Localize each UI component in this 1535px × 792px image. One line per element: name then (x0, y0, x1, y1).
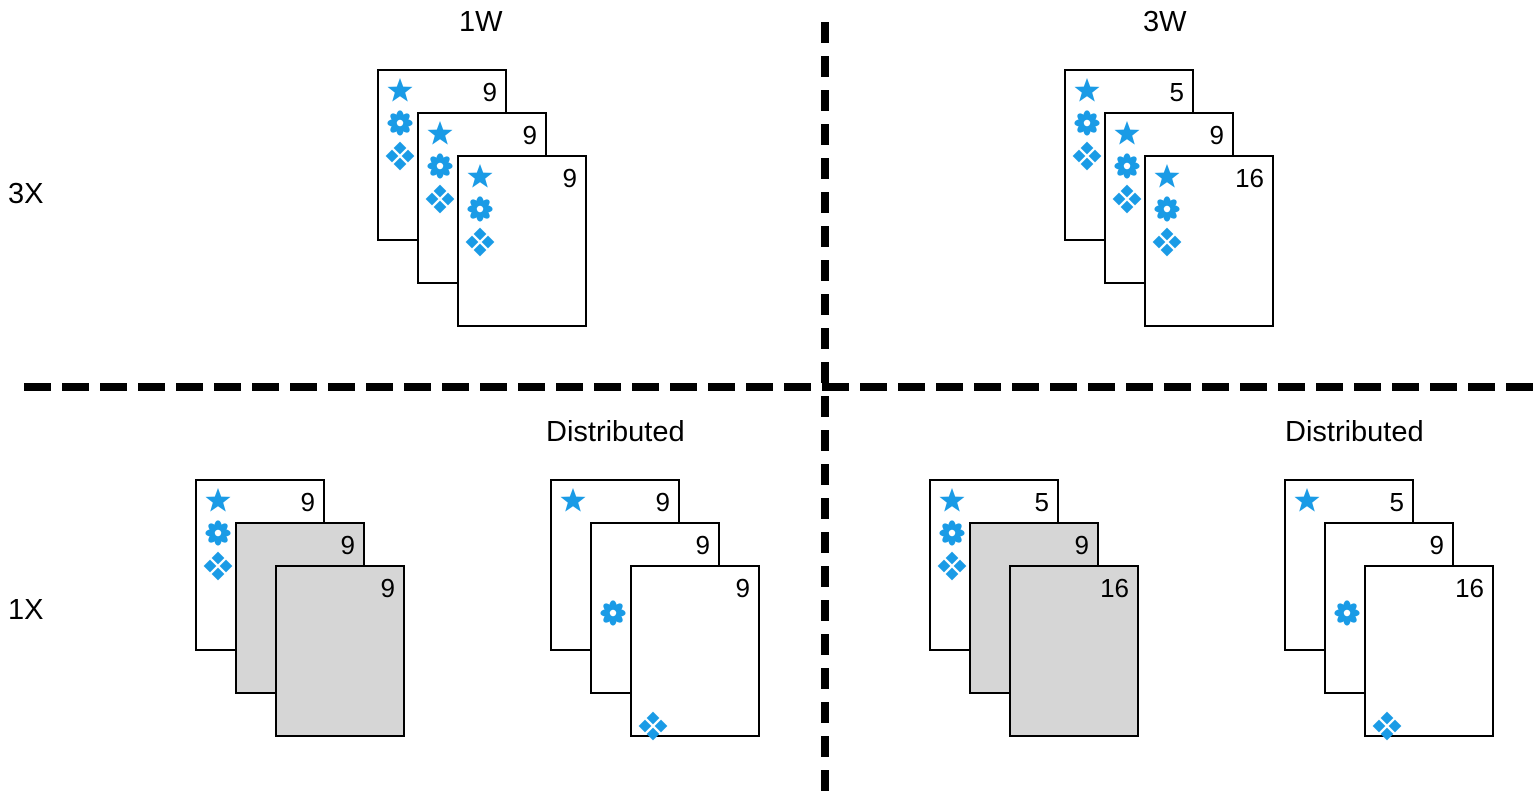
card-number: 9 (562, 163, 577, 193)
diamond-cluster-icon (425, 184, 455, 214)
diamond-cluster-icon (385, 141, 415, 171)
diamond-cluster-icon (203, 551, 233, 581)
distributed-label-left: Distributed (546, 416, 685, 448)
column-label-left: 1W (459, 6, 503, 38)
flower-icon (1332, 598, 1362, 628)
card: 9 (457, 155, 587, 327)
card-number: 9 (1429, 530, 1444, 560)
card-number: 9 (1209, 120, 1224, 150)
card: 16 (1144, 155, 1274, 327)
diamond-cluster-icon (465, 227, 495, 257)
card-number: 9 (522, 120, 537, 150)
star-icon (385, 75, 415, 105)
diamond-cluster-icon (937, 551, 967, 581)
star-icon (1072, 75, 1102, 105)
flower-icon (465, 194, 495, 224)
star-icon (1152, 161, 1182, 191)
row-label-bottom: 1X (8, 594, 44, 626)
card-number: 16 (1235, 163, 1264, 193)
star-icon (1112, 118, 1142, 148)
flower-icon (598, 598, 628, 628)
diamond-cluster-icon (1112, 184, 1142, 214)
card-number: 16 (1100, 573, 1129, 603)
card-number: 9 (695, 530, 710, 560)
card: 16 (1009, 565, 1139, 737)
flower-icon (385, 108, 415, 138)
card-number: 5 (1034, 487, 1049, 517)
card-number: 9 (655, 487, 670, 517)
horizontal-divider (24, 383, 1535, 391)
star-icon (425, 118, 455, 148)
row-label-top: 3X (8, 178, 44, 210)
card-number: 9 (340, 530, 355, 560)
flower-icon (425, 151, 455, 181)
star-icon (465, 161, 495, 191)
card-number: 9 (735, 573, 750, 603)
star-icon (558, 485, 588, 515)
card-number: 9 (380, 573, 395, 603)
card: 9 (630, 565, 760, 741)
card: 16 (1364, 565, 1494, 741)
diamond-cluster-icon (1072, 141, 1102, 171)
flower-icon (1112, 151, 1142, 181)
card-number: 16 (1455, 573, 1484, 603)
star-icon (203, 485, 233, 515)
flower-icon (1152, 194, 1182, 224)
card-number: 9 (1074, 530, 1089, 560)
card-number: 5 (1389, 487, 1404, 517)
vertical-divider (821, 22, 829, 792)
diamond-cluster-icon (1372, 711, 1402, 741)
card-number: 9 (300, 487, 315, 517)
column-label-right: 3W (1143, 6, 1187, 38)
diamond-cluster-icon (638, 711, 668, 741)
star-icon (937, 485, 967, 515)
flower-icon (1072, 108, 1102, 138)
card-number: 9 (482, 77, 497, 107)
diamond-cluster-icon (1152, 227, 1182, 257)
flower-icon (203, 518, 233, 548)
card-number: 5 (1169, 77, 1184, 107)
card: 9 (275, 565, 405, 737)
flower-icon (937, 518, 967, 548)
distributed-label-right: Distributed (1285, 416, 1424, 448)
star-icon (1292, 485, 1322, 515)
